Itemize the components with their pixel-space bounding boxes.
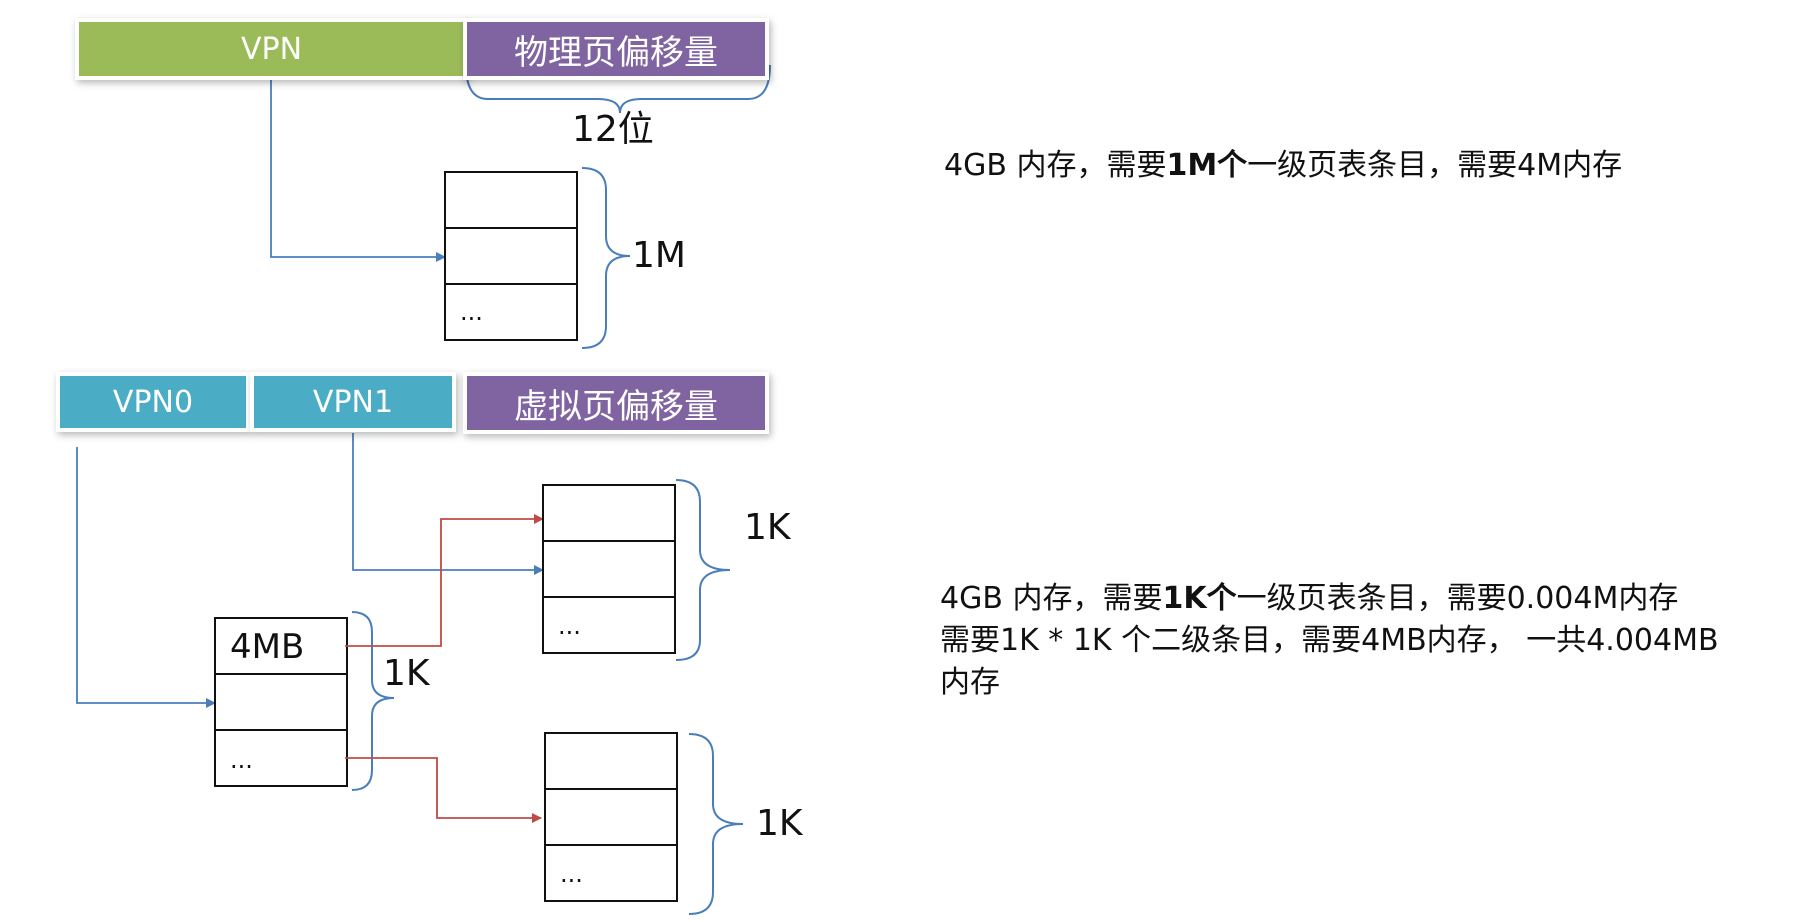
second-level-page-table-b — [544, 732, 678, 902]
two-level-note-line3: 内存 — [940, 665, 1000, 700]
table-cell — [444, 171, 578, 229]
table-cell — [544, 732, 678, 790]
two-level-note-line1: 4GB 内存，需要1K个一级页表条目，需要0.004M内存 — [940, 578, 1719, 620]
two-level-note-line1-bold: 1K个 — [1162, 581, 1237, 616]
two-level-note-line2: 需要1K * 1K 个二级条目，需要4MB内存， 一共4.004MB — [940, 623, 1719, 658]
table-size-brace — [581, 167, 631, 349]
l1-size-brace — [351, 611, 395, 791]
table-cell — [542, 596, 676, 654]
l2b-size-brace — [688, 733, 744, 915]
table-cell — [444, 283, 578, 341]
vpn-to-table-arrow — [270, 76, 446, 262]
single-level-page-table — [444, 171, 578, 341]
one-level-note-suffix: 一级页表条目，需要4M内存 — [1247, 148, 1623, 183]
offset-bits-label: 12位 — [572, 109, 654, 150]
two-level-note: 4GB 内存，需要1K个一级页表条目，需要0.004M内存 需要1K * 1K … — [940, 578, 1719, 704]
physical-offset-segment: 物理页偏移量 — [467, 22, 765, 76]
table-cell — [544, 844, 678, 902]
offset-bits-brace — [465, 64, 771, 114]
l1-ellipsis: ... — [230, 746, 253, 774]
l1-size-label: 1K — [383, 653, 430, 694]
l2a-size-label: 1K — [744, 507, 791, 548]
vpn1-to-l2-arrow — [352, 433, 544, 575]
l2b-size-label: 1K — [756, 803, 803, 844]
table-cell — [544, 788, 678, 846]
vpn-label: VPN — [240, 31, 303, 67]
vpn-segment: VPN — [79, 22, 464, 76]
one-level-note: 4GB 内存，需要1M个一级页表条目，需要4M内存 — [944, 145, 1622, 187]
l2a-ellipsis: ... — [558, 612, 581, 640]
table-cell — [444, 227, 578, 285]
table-cell — [214, 673, 348, 731]
two-level-note-line1-prefix: 4GB 内存，需要 — [940, 581, 1163, 616]
vpn0-segment: VPN0 — [60, 376, 246, 428]
second-level-page-table-a — [542, 484, 676, 654]
two-level-note-line1-suffix: 一级页表条目，需要0.004M内存 — [1236, 581, 1679, 616]
one-level-note-bold: 1M个 — [1166, 148, 1248, 183]
virtual-offset-label: 虚拟页偏移量 — [514, 386, 718, 427]
physical-offset-label: 物理页偏移量 — [514, 32, 718, 73]
l2b-ellipsis: ... — [560, 860, 583, 888]
vpn1-segment: VPN1 — [254, 376, 452, 428]
virtual-offset-segment: 虚拟页偏移量 — [467, 376, 765, 430]
l1-to-l2b-arrow — [345, 757, 542, 823]
table-size-label: 1M — [632, 235, 686, 276]
table-ellipsis: ... — [460, 298, 483, 326]
table-cell — [542, 484, 676, 542]
one-level-note-prefix: 4GB 内存，需要 — [944, 148, 1167, 183]
l2a-size-brace — [675, 479, 731, 661]
vpn0-to-l1-arrow — [76, 447, 216, 708]
vpn1-label: VPN1 — [312, 384, 394, 420]
l1-first-cell-label: 4MB — [230, 627, 305, 667]
table-cell — [542, 540, 676, 598]
l1-to-l2a-arrow — [345, 514, 544, 647]
vpn0-label: VPN0 — [112, 384, 194, 420]
